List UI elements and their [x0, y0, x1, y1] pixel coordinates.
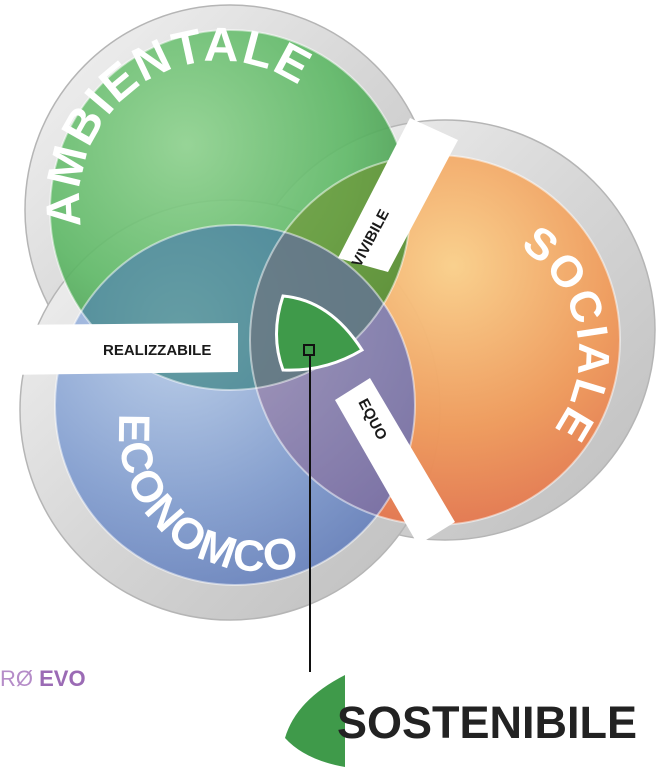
realizzabile-band: [0, 323, 238, 375]
brand-part1: RØ: [0, 666, 33, 691]
brand-logo: RØ EVO: [0, 666, 86, 692]
vivibile-overlap: [250, 155, 410, 390]
sostenibile-zone: [275, 294, 365, 372]
realizzabile-label: REALIZZABILE: [103, 342, 211, 359]
brand-part2: EVO: [39, 666, 86, 691]
vivibile-band: [338, 118, 458, 272]
equo-band: [335, 378, 455, 545]
sostenibile-title: SOSTENIBILE: [337, 697, 638, 748]
sostenibile-leaf-icon: [285, 675, 345, 767]
